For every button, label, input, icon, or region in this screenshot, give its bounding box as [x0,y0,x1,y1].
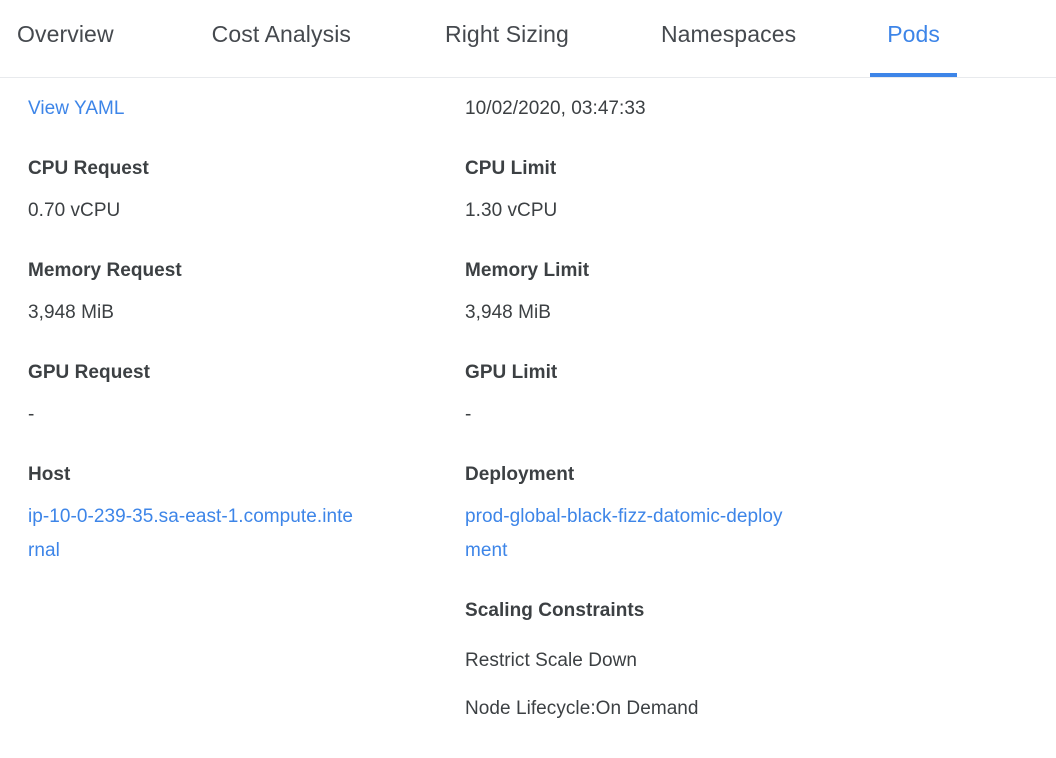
details-left-column: View YAML CPU Request 0.70 vCPU Memory R… [28,96,408,568]
field-host-value: ip-10-0-239-35.sa-east-1.compute.interna… [28,500,358,568]
constraint-restrict-scale-down: Restrict Scale Down [465,650,638,671]
view-yaml-link[interactable]: View YAML [28,98,125,119]
tab-right-sizing-label: Right Sizing [445,21,569,47]
details-right-column: 10/02/2020, 03:47:33 CPU Limit 1.30 vCPU… [465,96,845,722]
tab-overview[interactable]: Overview [17,0,114,77]
field-memory-request: Memory Request 3,948 MiB [28,258,408,330]
tab-bar: Overview Cost Analysis Right Sizing Name… [0,0,1056,78]
field-host-label: Host [28,464,71,485]
field-memory-limit-value: 3,948 MiB [465,302,551,323]
pod-details-panel: View YAML CPU Request 0.70 vCPU Memory R… [0,78,1056,719]
scaling-constraints-heading: Scaling Constraints [465,600,645,621]
tab-namespaces-label: Namespaces [660,21,797,47]
pod-timestamp: 10/02/2020, 03:47:33 [465,98,646,119]
field-deployment: Deployment prod-global-black-fizz-datomi… [465,462,845,568]
tab-cost-analysis-label: Cost Analysis [211,21,352,47]
tab-namespaces[interactable]: Namespaces [661,0,796,77]
field-gpu-request: GPU Request - [28,360,408,432]
tab-list: Overview Cost Analysis Right Sizing Name… [0,0,1056,77]
field-cpu-limit-value: 1.30 vCPU [465,200,558,221]
field-memory-request-label: Memory Request [28,260,182,281]
field-cpu-limit: CPU Limit 1.30 vCPU [465,156,845,228]
tab-active-underline [870,73,958,77]
field-gpu-limit-label: GPU Limit [465,362,558,383]
field-cpu-limit-label: CPU Limit [465,158,557,179]
field-memory-limit: Memory Limit 3,948 MiB [465,258,845,330]
field-gpu-limit-value: - [465,404,472,425]
deployment-link[interactable]: prod-global-black-fizz-datomic-deploymen… [465,506,783,561]
tab-pods[interactable]: Pods [870,0,958,77]
field-cpu-request-value: 0.70 vCPU [28,200,121,221]
field-deployment-label: Deployment [465,464,575,485]
constraint-node-lifecycle: Node Lifecycle:On Demand [465,698,699,719]
field-gpu-request-label: GPU Request [28,362,150,383]
field-host: Host ip-10-0-239-35.sa-east-1.compute.in… [28,462,408,568]
field-gpu-limit: GPU Limit - [465,360,845,432]
tab-cost-analysis[interactable]: Cost Analysis [212,0,351,77]
view-yaml-row: View YAML [28,96,408,122]
tab-overview-label: Overview [17,21,114,47]
field-cpu-request: CPU Request 0.70 vCPU [28,156,408,228]
field-memory-limit-label: Memory Limit [465,260,590,281]
field-deployment-value: prod-global-black-fizz-datomic-deploymen… [465,500,795,568]
field-gpu-request-value: - [28,404,35,425]
tab-right-sizing[interactable]: Right Sizing [445,0,569,77]
tab-pods-label: Pods [887,21,941,47]
scaling-constraints-section: Scaling Constraints Restrict Scale Down … [465,598,845,722]
host-link[interactable]: ip-10-0-239-35.sa-east-1.compute.interna… [28,506,354,561]
field-cpu-request-label: CPU Request [28,158,149,179]
field-memory-request-value: 3,948 MiB [28,302,114,323]
